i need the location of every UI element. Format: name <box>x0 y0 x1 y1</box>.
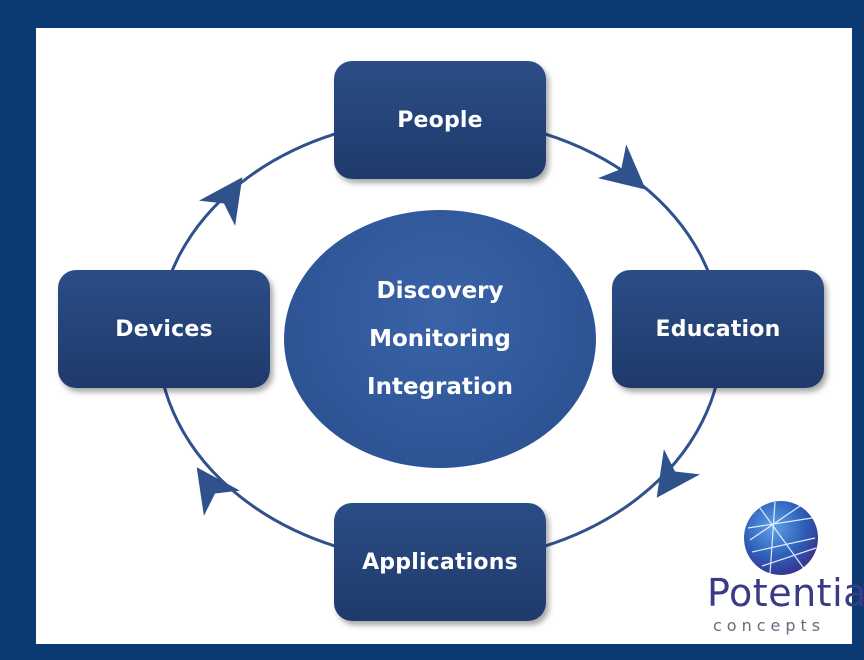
arrow-devices-to-people-icon <box>199 177 243 226</box>
center-line-integration: Integration <box>367 374 513 400</box>
logo-tagline: concepts <box>713 616 826 635</box>
center-line-discovery: Discovery <box>376 278 504 304</box>
node-education-label: Education <box>655 316 781 342</box>
arrow-people-to-education-icon <box>597 144 646 190</box>
logo-name: Potentia <box>707 571 864 615</box>
node-education: Education <box>612 270 824 388</box>
center-circle: Discovery Monitoring Integration <box>284 210 596 468</box>
node-people-label: People <box>397 107 483 133</box>
node-devices: Devices <box>58 270 270 388</box>
arrow-education-to-applications-icon <box>656 449 700 498</box>
potentia-globe-icon <box>744 501 818 575</box>
node-devices-label: Devices <box>115 316 213 342</box>
arrow-applications-to-devices-icon <box>196 467 240 516</box>
node-applications: Applications <box>334 503 546 621</box>
center-line-monitoring: Monitoring <box>369 326 511 352</box>
node-people: People <box>334 61 546 179</box>
node-applications-label: Applications <box>362 549 518 575</box>
